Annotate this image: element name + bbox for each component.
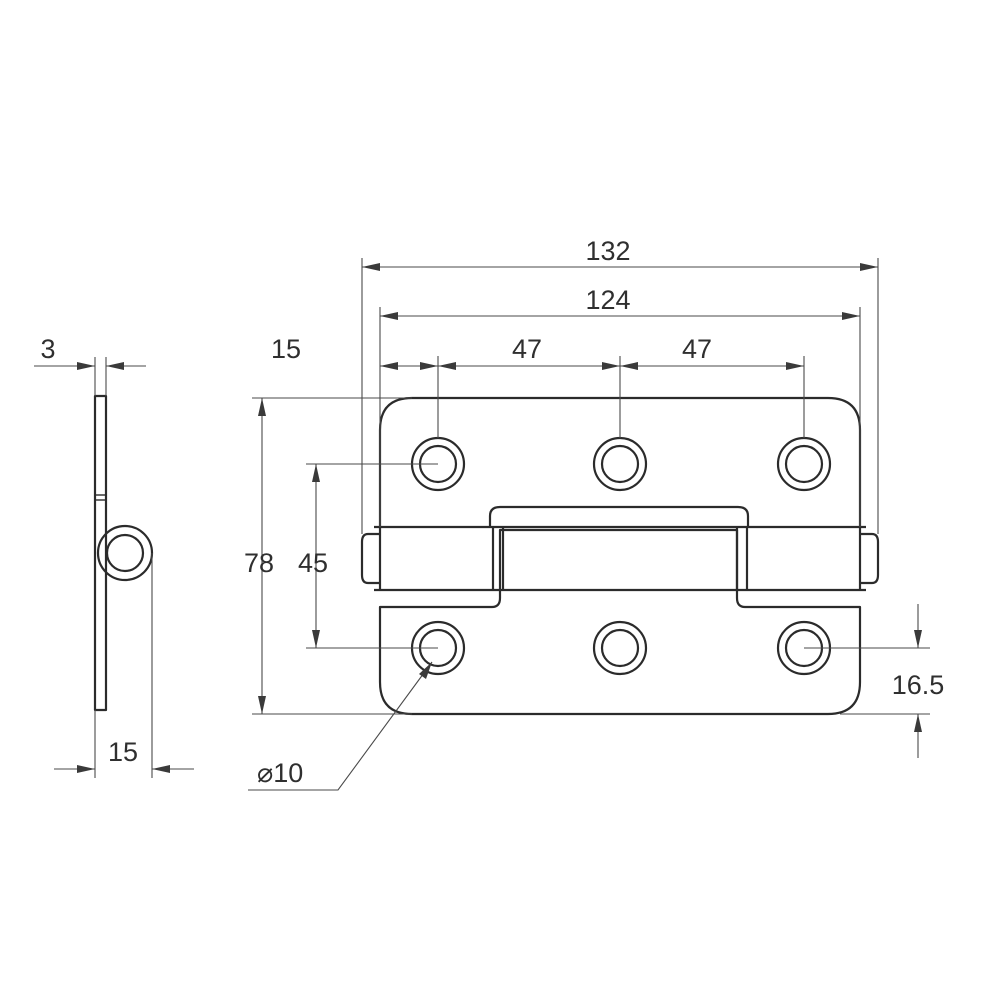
pin-right-end	[860, 532, 880, 585]
side-view-knuckle-inner	[105, 533, 145, 573]
side-view	[93, 394, 154, 712]
center-strap	[488, 505, 750, 527]
pin-left-end	[360, 532, 380, 585]
dimension-lines	[34, 258, 930, 791]
side-view-leaf	[93, 394, 108, 712]
dim-side-thickness: 3	[40, 334, 55, 364]
dim-hole-diameter: ⌀10	[257, 758, 303, 788]
diameter-value: 10	[273, 758, 303, 788]
hole-lower-center	[592, 620, 648, 676]
hole-upper-right	[776, 436, 832, 492]
front-view	[360, 396, 880, 716]
diameter-symbol: ⌀	[257, 758, 273, 788]
lower-leaf	[378, 528, 862, 716]
dim-hole-pitch-right: 47	[682, 334, 712, 364]
dim-hole-row-spacing: 45	[298, 548, 328, 578]
dimension-labels: 132 124 15 47 47 78 45 16.5 ⌀10 3 15	[40, 236, 944, 788]
dim-overall-length: 132	[585, 236, 630, 266]
dim-edge-to-hole: 15	[271, 334, 301, 364]
dim-hole-pitch-left: 47	[512, 334, 542, 364]
dimension-arrows	[77, 263, 922, 773]
knuckle-barrel	[374, 525, 866, 592]
dim-side-knuckle-depth: 15	[108, 737, 138, 767]
dim-overall-height: 78	[244, 548, 274, 578]
hole-upper-center	[592, 436, 648, 492]
dim-hole-to-edge: 16.5	[892, 670, 945, 700]
dim-leaf-length: 124	[585, 285, 630, 315]
